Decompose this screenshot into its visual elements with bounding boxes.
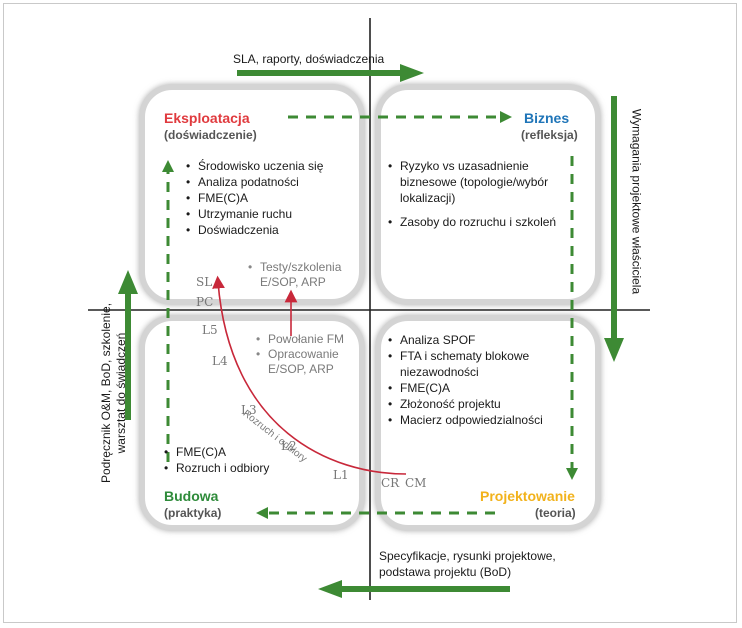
budowa-title: Budowa: [164, 488, 219, 504]
eksploatacja-subtitle: (doświadczenie): [164, 128, 257, 142]
list-item: Rozruch i odbiory: [164, 460, 269, 476]
biznes-subtitle: (refleksja): [521, 128, 578, 142]
budowa-grey-list: Powołanie FM Opracowanie E/SOP, ARP: [256, 332, 354, 377]
commissioning-curve: [212, 275, 407, 475]
eksploatacja-list: Środowisko uczenia się Analiza podatnośc…: [186, 158, 323, 238]
biznes-title: Biznes: [524, 110, 570, 126]
top-arrow: [237, 64, 424, 82]
level-label-l4: L4: [212, 354, 228, 368]
projektowanie-subtitle: (teoria): [535, 506, 576, 520]
level-label-cr: CR: [381, 476, 400, 490]
left-vertical-label-line2: warsztat do świadczeń: [114, 332, 128, 454]
figure-frame: [3, 3, 737, 623]
list-item: Utrzymanie ruchu: [186, 206, 323, 222]
list-item: Środowisko uczenia się: [186, 158, 323, 174]
list-item: Macierz odpowiedzialności: [388, 412, 548, 428]
left-vertical-label: Podręcznik O&M, BoD, szkolenie, warsztat…: [99, 273, 129, 513]
projektowanie-list: Analiza SPOF FTA i schematy blokowe niez…: [388, 332, 548, 428]
left-vertical-label-line1: Podręcznik O&M, BoD, szkolenie,: [99, 302, 113, 484]
list-item: FME(C)A: [388, 380, 548, 396]
list-item: Opracowanie E/SOP, ARP: [256, 347, 354, 377]
top-arrow-label: SLA, raporty, doświadczenia: [233, 52, 385, 66]
list-item: Doświadczenia: [186, 222, 323, 238]
level-label-l5: L5: [202, 323, 218, 337]
inner-arrowheads: [162, 111, 578, 519]
inner-dashed-cycle: [166, 115, 574, 515]
list-item: FME(C)A: [186, 190, 323, 206]
list-item: FTA i schematy blokowe niezawodności: [388, 348, 548, 380]
right-arrow: [604, 96, 624, 362]
level-label-l1: L1: [333, 468, 349, 482]
list-item: Testy/szkolenia E/SOP, ARP: [248, 260, 352, 290]
list-item: Analiza SPOF: [388, 332, 548, 348]
list-item: Ryzyko vs uzasadnienie biznesowe (topolo…: [388, 158, 558, 206]
level-label-l3: L3: [241, 403, 257, 417]
eksploatacja-title: Eksploatacja: [164, 110, 250, 126]
list-item: FME(C)A: [164, 444, 269, 460]
eksploatacja-grey-list: Testy/szkolenia E/SOP, ARP: [248, 260, 352, 290]
biznes-list: Ryzyko vs uzasadnienie biznesowe (topolo…: [388, 158, 558, 230]
level-label-pc: PC: [196, 295, 214, 309]
level-label-cm: CM: [405, 476, 427, 490]
left-arrow: [118, 270, 138, 420]
list-item: Analiza podatności: [186, 174, 323, 190]
bottom-arrow-label: Specyfikacje, rysunki projektowe, podsta…: [379, 549, 556, 579]
bottom-arrow: [318, 580, 510, 598]
budowa-subtitle: (praktyka): [164, 506, 222, 520]
level-label-sl: SL: [196, 275, 213, 289]
list-item: Zasoby do rozruchu i szkoleń: [388, 214, 558, 230]
list-item: Powołanie FM: [256, 332, 354, 347]
projektowanie-title: Projektowanie: [480, 488, 575, 504]
budowa-list: FME(C)A Rozruch i odbiory: [164, 444, 269, 476]
right-vertical-label: Wymagania projektowe właściciela: [629, 108, 644, 295]
list-item: Złożoność projektu: [388, 396, 548, 412]
level-label-l2: L2: [281, 439, 297, 453]
